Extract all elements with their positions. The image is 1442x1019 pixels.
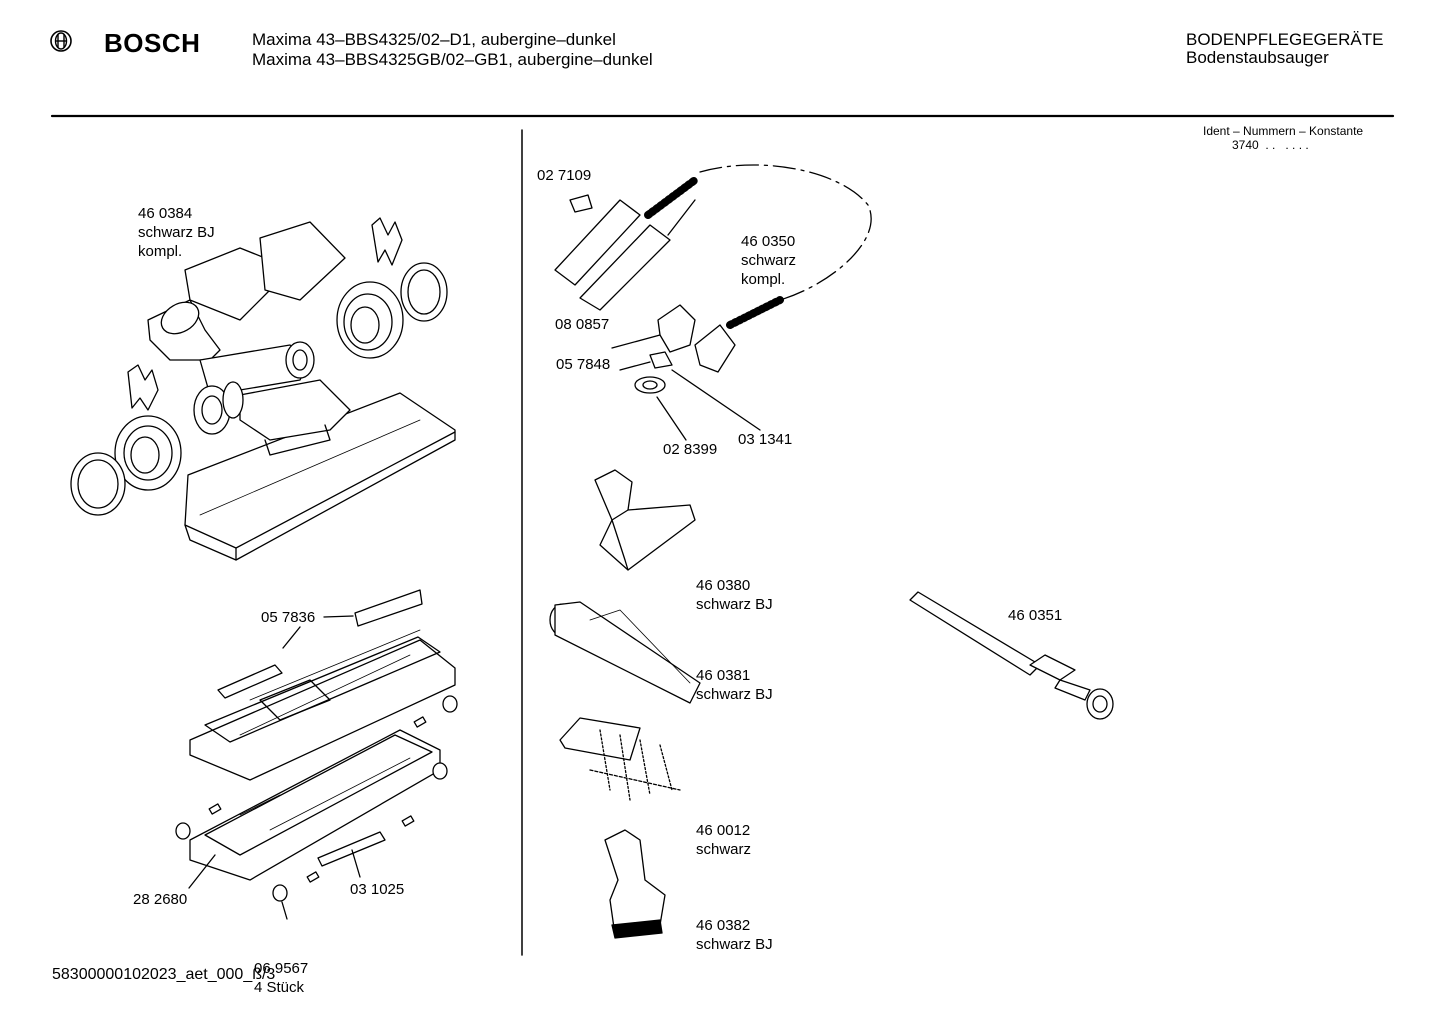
part-label-46-0351: 46 0351 bbox=[1008, 607, 1063, 624]
bosch-logo-icon bbox=[50, 30, 72, 52]
floor-nozzle-drawing bbox=[71, 218, 455, 560]
part-label-28-2680: 28 2680 bbox=[133, 891, 188, 908]
part-label-08-0857: 08 0857 bbox=[555, 316, 610, 333]
model-line-2: Maxima 43–BBS4325GB/02–GB1, aubergine–du… bbox=[252, 50, 653, 69]
part-label-05-7848: 05 7848 bbox=[556, 356, 611, 373]
subcategory-title: Bodenstaubsauger bbox=[1186, 48, 1329, 67]
part-label-02-8399: 02 8399 bbox=[663, 441, 718, 458]
ident-title: Ident – Nummern – Konstante bbox=[1203, 124, 1364, 138]
part-label-05-7836: 05 7836 bbox=[261, 609, 316, 626]
upholstery-nozzle-drawing bbox=[595, 470, 695, 570]
part-label-03-1025: 03 1025 bbox=[350, 881, 405, 898]
brush-nozzle-drawing bbox=[605, 830, 665, 938]
category-title: BODENPFLEGEGERÄTE bbox=[1186, 30, 1384, 49]
part-label-03-1341: 03 1341 bbox=[738, 431, 793, 448]
part-label-02-7109: 02 7109 bbox=[537, 167, 592, 184]
crevice-tool-drawing bbox=[550, 602, 700, 703]
hose-drawing bbox=[555, 165, 871, 440]
model-line-1: Maxima 43–BBS4325/02–D1, aubergine–dunke… bbox=[252, 30, 616, 49]
dusting-brush-drawing bbox=[560, 718, 680, 800]
tube-drawing bbox=[910, 592, 1113, 719]
brand-name: BOSCH bbox=[104, 28, 201, 58]
base-plate-drawing bbox=[176, 590, 457, 919]
document-id: 58300000102023_aet_000_ß/3 bbox=[52, 966, 276, 983]
ident-value: 3740 . . . . . . bbox=[1232, 138, 1309, 152]
